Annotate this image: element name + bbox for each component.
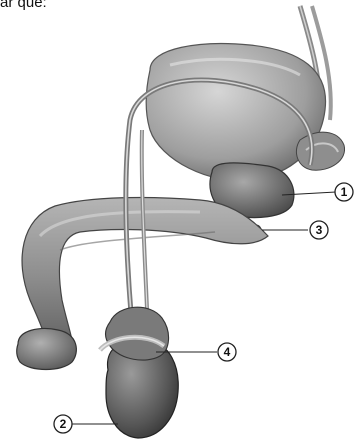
glans [17, 329, 77, 370]
callout-3-number: 3 [316, 223, 323, 237]
callout-4: 4 [218, 343, 236, 361]
callout-2: 2 [54, 415, 72, 433]
callout-1-number: 1 [341, 185, 348, 199]
callout-1: 1 [335, 183, 353, 201]
callout-4-number: 4 [224, 345, 231, 359]
seminal-vesicle [296, 132, 344, 170]
callout-2-number: 2 [60, 417, 67, 431]
callout-3: 3 [310, 221, 328, 239]
